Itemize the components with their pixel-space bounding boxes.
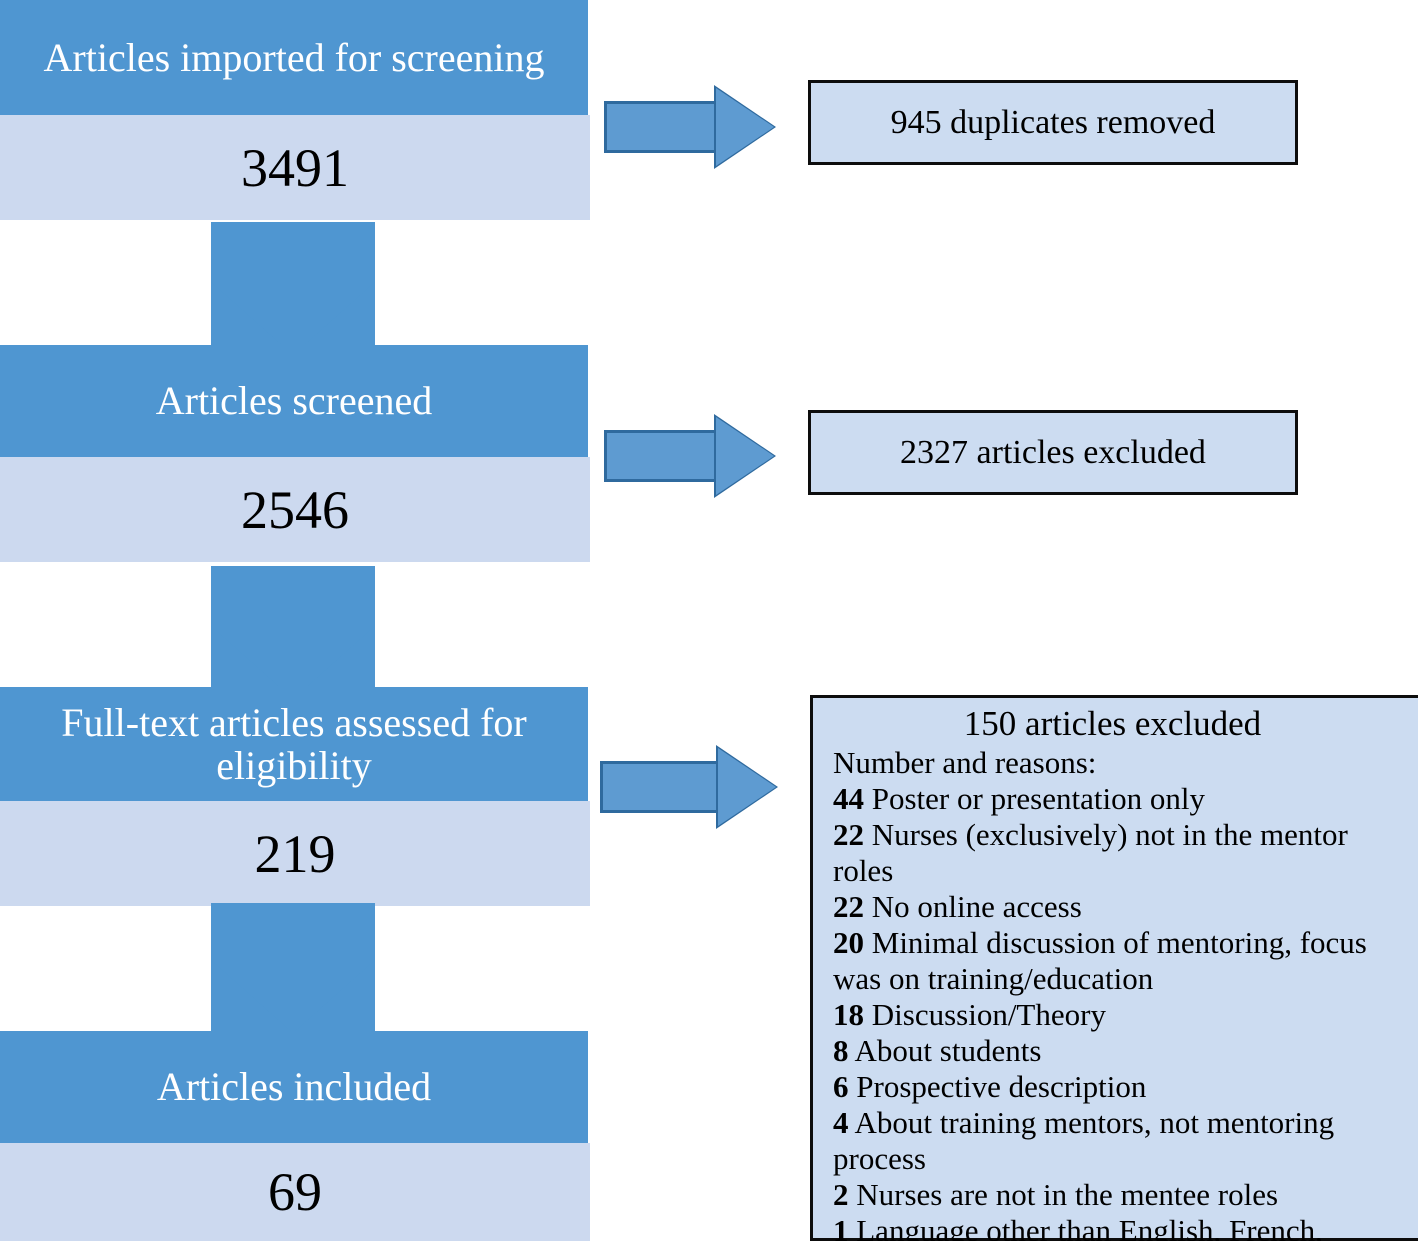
exclusion-reason-item: 6 Prospective description	[833, 1069, 1412, 1105]
arrow-shaft	[250, 222, 336, 282]
arrow-shaft	[250, 566, 336, 626]
exclusion-reason-item: 20 Minimal discussion of mentoring, focu…	[833, 925, 1412, 997]
flow-arrow-down-3	[211, 903, 375, 1033]
flow-arrow-right-duplicates	[604, 85, 776, 169]
stage-count-articles-imported: 3491	[0, 115, 590, 220]
exclusion-reason-count: 22	[833, 889, 864, 924]
arrow-head	[211, 282, 375, 355]
exclusion-reason-count: 1	[833, 1212, 849, 1241]
arrow-shaft	[604, 430, 722, 482]
exclusion-reasons-box: 150 articles excluded Number and reasons…	[810, 695, 1418, 1241]
exclusion-reason-text: About training mentors, not mentoring pr…	[833, 1104, 1335, 1176]
exclusion-reason-text: Prospective description	[848, 1068, 1147, 1104]
stage-label-articles-included: Articles included	[0, 1031, 588, 1143]
arrow-shaft	[604, 101, 722, 153]
stage-box-articles-included: Articles included 69	[0, 1031, 590, 1241]
side-box-articles-excluded: 2327 articles excluded	[808, 410, 1298, 495]
flow-arrow-right-exclusion-reasons	[600, 745, 780, 829]
flow-arrow-right-excluded	[604, 414, 776, 498]
arrow-shaft	[600, 761, 724, 813]
exclusion-box-title: 150 articles excluded	[963, 704, 1262, 743]
exclusion-reason-item: 22 Nurses (exclusively) not in the mento…	[833, 817, 1412, 889]
side-box-duplicates-removed: 945 duplicates removed	[808, 80, 1298, 165]
exclusion-reason-text: Discussion/Theory	[864, 996, 1106, 1032]
exclusion-reason-count: 4	[833, 1104, 849, 1140]
stage-count-fulltext-assessed: 219	[0, 801, 590, 906]
exclusion-reason-count: 2	[833, 1176, 849, 1212]
exclusion-reason-item: 44 Poster or presentation only	[833, 781, 1412, 817]
arrow-head	[211, 960, 375, 1033]
exclusion-reason-item: 22 No online access	[833, 889, 1412, 925]
exclusion-reason-item: 8 About students	[833, 1033, 1412, 1069]
exclusion-box-subtitle: Number and reasons:	[833, 745, 1097, 781]
exclusion-reason-text: Poster or presentation only	[864, 781, 1205, 817]
exclusion-reason-item: 2 Nurses are not in the mentee roles	[833, 1177, 1412, 1213]
flow-arrow-down-1	[211, 222, 375, 355]
exclusion-reason-count: 18	[833, 996, 864, 1032]
stage-box-articles-screened: Articles screened 2546	[0, 345, 590, 562]
exclusion-reason-text: Nurses (exclusively) not in the mentor r…	[833, 817, 1348, 889]
stage-box-articles-imported: Articles imported for screening 3491	[0, 0, 590, 220]
stage-label-articles-screened: Articles screened	[0, 345, 588, 457]
exclusion-reason-item: 18 Discussion/Theory	[833, 997, 1412, 1033]
exclusion-reason-text: No online access	[864, 889, 1082, 924]
arrow-shaft	[250, 903, 336, 960]
exclusion-reason-item: 1 Language other than English, French, S…	[833, 1213, 1412, 1241]
arrow-head	[211, 626, 375, 699]
exclusion-reason-count: 6	[833, 1068, 849, 1104]
stage-label-fulltext-assessed: Full-text articles assessed for eligibil…	[0, 687, 588, 801]
exclusion-reason-count: 44	[833, 781, 864, 817]
flow-arrow-down-2	[211, 566, 375, 699]
arrow-head	[718, 748, 776, 826]
stage-box-fulltext-assessed: Full-text articles assessed for eligibil…	[0, 687, 590, 906]
stage-count-articles-included: 69	[0, 1143, 590, 1241]
arrow-head	[716, 88, 774, 166]
exclusion-reason-text: Language other than English, French, Spa…	[856, 1212, 1323, 1241]
exclusion-reason-count: 20	[833, 924, 864, 960]
exclusion-reason-text: About students	[848, 1032, 1042, 1068]
exclusion-reason-count: 8	[833, 1032, 849, 1068]
stage-count-articles-screened: 2546	[0, 457, 590, 562]
exclusion-reason-count: 22	[833, 817, 864, 853]
exclusion-reason-item: 4 About training mentors, not mentoring …	[833, 1105, 1412, 1177]
exclusion-reason-text: Nurses are not in the mentee roles	[848, 1176, 1279, 1212]
exclusion-reason-text: Minimal discussion of mentoring, focus w…	[833, 924, 1367, 996]
stage-label-articles-imported: Articles imported for screening	[0, 0, 588, 115]
arrow-head	[716, 417, 774, 495]
